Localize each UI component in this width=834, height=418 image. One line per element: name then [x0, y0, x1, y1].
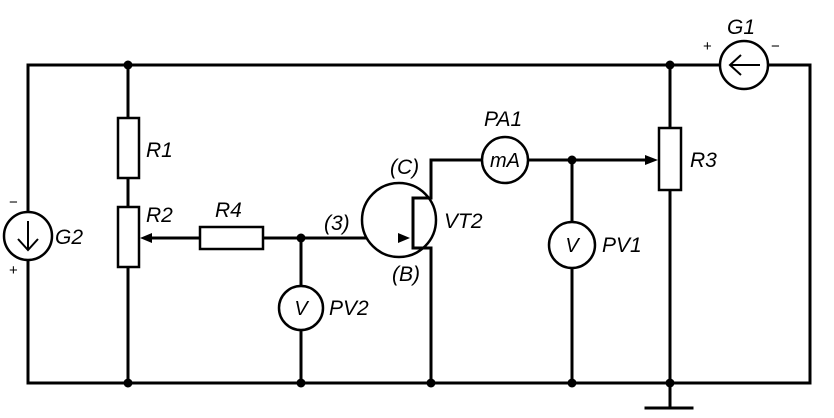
r3-potentiometer: R3 — [645, 126, 717, 192]
vt2-gate-arrow — [398, 233, 410, 243]
pa1-ammeter: mA PA1 — [480, 108, 530, 185]
r3-label: R3 — [690, 149, 717, 172]
g2-label: G2 — [55, 226, 83, 249]
g2-plus-sign: + — [9, 262, 18, 279]
r4-resistor: R4 — [198, 199, 265, 251]
r4-label: R4 — [215, 199, 242, 222]
vt2-base-label: (B) — [392, 263, 420, 286]
r2-wiper-arrow — [140, 233, 152, 243]
g1-label: G1 — [727, 16, 755, 39]
pv1-symbol: V — [565, 235, 580, 257]
pv2-label: PV2 — [329, 297, 369, 320]
g2-source: G2 − + — [2, 194, 83, 279]
pv1-voltmeter: V PV1 — [547, 220, 642, 270]
pv1-label: PV1 — [602, 234, 642, 257]
r2-label: R2 — [146, 204, 173, 227]
pv2-voltmeter: V PV2 — [277, 284, 369, 332]
r1-label: R1 — [146, 139, 173, 162]
pa1-label: PA1 — [484, 108, 522, 131]
r2-potentiometer: R2 — [116, 204, 173, 269]
junction-dots — [123, 60, 675, 388]
vt2-gate-label: (3) — [324, 212, 350, 235]
g2-minus-sign: − — [9, 194, 18, 211]
vt2-label: VT2 — [444, 210, 483, 233]
g1-source: G1 + − — [703, 16, 780, 91]
vt2-collector-label: (C) — [390, 156, 419, 179]
r1-resistor: R1 — [116, 116, 173, 180]
pa1-symbol: mA — [490, 150, 520, 172]
pv2-symbol: V — [294, 298, 309, 320]
g1-minus-sign: − — [771, 38, 780, 55]
vt2-transistor: VT2 (C) (B) (3) — [324, 156, 483, 286]
g1-plus-sign: + — [703, 38, 712, 55]
r3-wiper-arrow — [645, 155, 658, 165]
wires — [26, 63, 812, 407]
